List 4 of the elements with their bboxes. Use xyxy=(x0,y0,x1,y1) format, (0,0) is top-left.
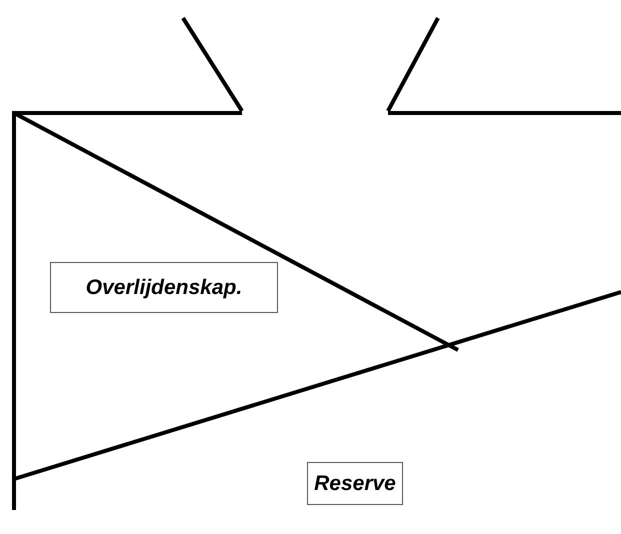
label-box xyxy=(50,262,278,313)
label-box xyxy=(307,462,403,505)
label-text: Reserve xyxy=(314,472,396,496)
label-text: Overlijdenskap. xyxy=(86,276,242,300)
